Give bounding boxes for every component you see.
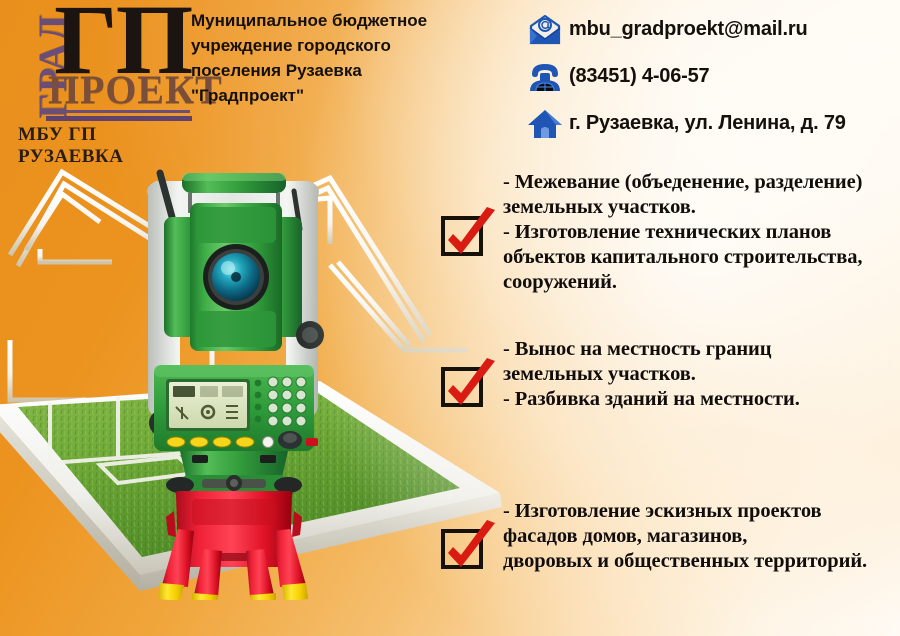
service-1-line-2: земельных участков. bbox=[503, 196, 696, 218]
checkbox-outline bbox=[441, 216, 483, 256]
logo-subword: ПРОЕКТ bbox=[48, 67, 223, 112]
service-text-1: - Межевание (объеденение, разделение) зе… bbox=[503, 170, 863, 295]
org-title-line-1: Муниципальное бюджетное bbox=[191, 11, 428, 30]
grass-lawn-plot bbox=[0, 345, 510, 595]
telephone-icon bbox=[521, 61, 569, 93]
service-2-line-3: - Разбивка зданий на местности. bbox=[503, 388, 800, 410]
service-2-line-1: - Вынос на местность границ bbox=[503, 338, 772, 360]
company-logo: ГРАД ГП ПРОЕКТ МБУ ГП РУЗАЕВКА bbox=[6, 0, 222, 167]
service-3-line-3: дворовых и общественных территорий. bbox=[503, 550, 868, 572]
org-title-line-4: "Градпроект" bbox=[191, 86, 305, 105]
service-block-2: - Вынос на местность границ земельных уч… bbox=[437, 333, 899, 421]
checkbox-outline bbox=[441, 529, 483, 569]
house-icon bbox=[521, 108, 569, 140]
org-title-line-3: поселения Рузаевка bbox=[191, 61, 362, 80]
total-station-instrument bbox=[118, 155, 348, 609]
service-3-line-2: фасадов домов, магазинов, bbox=[503, 525, 748, 547]
logo-divider-bottom bbox=[46, 116, 192, 121]
checkmark-icon bbox=[437, 517, 503, 583]
contact-row-email[interactable]: mbu_gradproekt@mail.ru bbox=[521, 6, 900, 53]
service-text-2: - Вынос на местность границ земельных уч… bbox=[503, 333, 800, 412]
contact-block: mbu_gradproekt@mail.ru (83451) 4-06-57 bbox=[521, 6, 900, 147]
org-title-line-2: учреждение городского bbox=[191, 36, 391, 55]
house-outline-drawing bbox=[0, 150, 470, 480]
service-3-line-1: - Изготовление эскизных проектов bbox=[503, 500, 822, 522]
service-block-3: - Изготовление эскизных проектов фасадов… bbox=[437, 495, 899, 583]
checkmark-icon bbox=[437, 204, 503, 270]
checkmark-icon bbox=[437, 355, 503, 421]
email-address: mbu_gradproekt@mail.ru bbox=[569, 18, 808, 40]
organization-title: Муниципальное бюджетное учреждение город… bbox=[191, 8, 491, 108]
contact-row-address[interactable]: г. Рузаевка, ул. Ленина, д. 79 bbox=[521, 100, 900, 147]
service-1-line-1: - Межевание (объеденение, разделение) bbox=[503, 171, 863, 193]
service-text-3: - Изготовление эскизных проектов фасадов… bbox=[503, 495, 867, 574]
logo-divider-top bbox=[50, 110, 190, 113]
phone-number: (83451) 4-06-57 bbox=[569, 65, 710, 87]
logo-footer-text: МБУ ГП РУЗАЕВКА bbox=[18, 124, 124, 167]
service-1-line-5: сооружений. bbox=[503, 271, 617, 293]
service-block-1: - Межевание (объеденение, разделение) зе… bbox=[437, 170, 899, 295]
checkbox-outline bbox=[441, 367, 483, 407]
service-2-line-2: земельных участков. bbox=[503, 363, 696, 385]
logo-monogram: ГП bbox=[54, 0, 193, 95]
contact-row-phone[interactable]: (83451) 4-06-57 bbox=[521, 53, 900, 100]
street-address: г. Рузаевка, ул. Ленина, д. 79 bbox=[569, 112, 846, 134]
service-1-line-4: объектов капитального строительства, bbox=[503, 246, 863, 268]
envelope-icon bbox=[521, 14, 569, 45]
service-1-line-3: - Изготовление технических планов bbox=[503, 221, 832, 243]
